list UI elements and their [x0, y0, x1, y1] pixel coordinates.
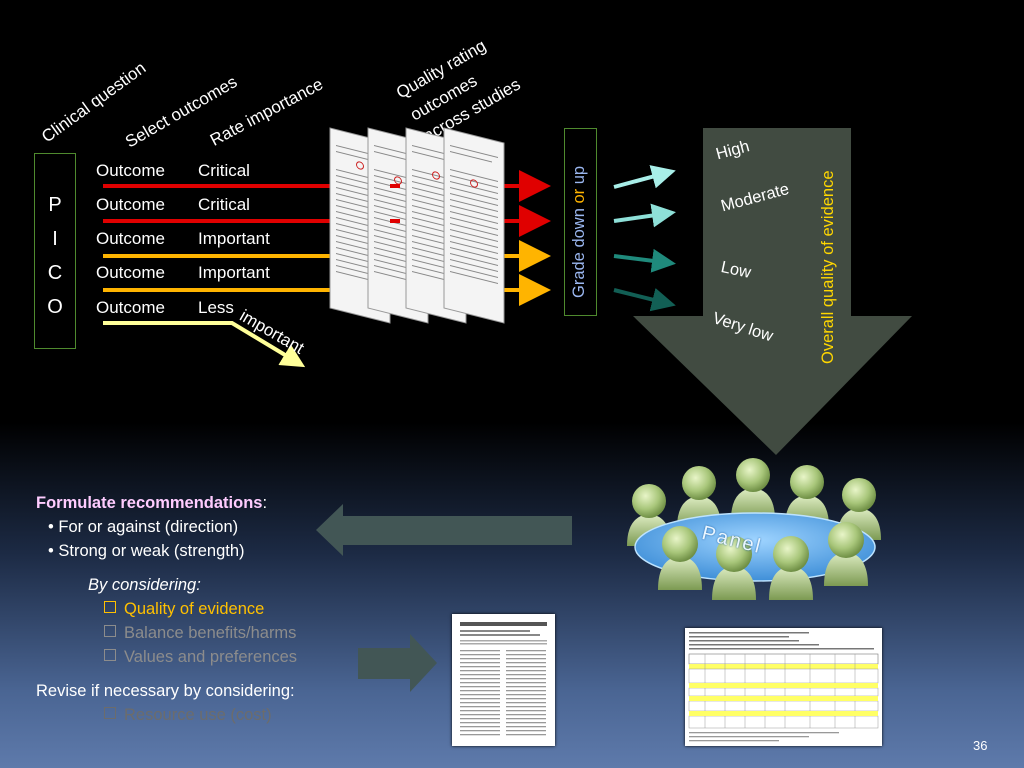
arrow-to-moderate — [613, 203, 676, 228]
outcome-label-1: Outcome — [96, 161, 165, 180]
consideration-quality-of-evidence: Quality of evidence — [104, 600, 264, 619]
revise-label: Revise if necessary by considering: — [36, 682, 295, 700]
evidence-profile-graphic — [688, 632, 879, 742]
recommendations-heading-colon: : — [262, 494, 268, 512]
recommendation-bullet-1: • For or against (direction) — [48, 518, 239, 536]
recommendations-heading-text: Formulate recommendations — [36, 494, 263, 512]
consideration-resource-label: Resource use (cost) — [124, 706, 272, 724]
consideration-values-label: Values and preferences — [124, 648, 298, 666]
study-documents — [329, 127, 505, 324]
checkbox-icon — [104, 649, 116, 661]
arrow-to-very-low — [613, 287, 676, 312]
importance-label-4: Important — [198, 263, 270, 282]
guideline-document-graphic — [460, 622, 547, 736]
grade-label-part1: Grade down — [570, 203, 588, 298]
pico-letter-o: O — [47, 296, 63, 318]
consideration-resource-use: Resource use (cost) — [104, 706, 272, 725]
consideration-balance-label: Balance benefits/harms — [124, 624, 297, 642]
importance-label-5: Less — [198, 298, 234, 317]
overall-quality-label: Overall quality of evidence — [819, 170, 837, 364]
checkbox-icon — [104, 601, 116, 613]
consideration-balance: Balance benefits/harms — [104, 624, 296, 643]
panel-illustration — [627, 458, 881, 600]
pico-letter-p: P — [48, 194, 62, 216]
arrow-to-low — [613, 248, 676, 273]
outcome-label-3: Outcome — [96, 229, 165, 248]
consideration-values: Values and preferences — [104, 648, 297, 667]
recommendation-bullet-2: • Strong or weak (strength) — [48, 542, 245, 560]
checkbox-icon — [104, 625, 116, 637]
evidence-profile-table-image — [685, 628, 882, 746]
by-considering-label: By considering: — [88, 576, 201, 594]
grade-label-part3: up — [570, 165, 588, 189]
arrow-less-important — [103, 321, 306, 368]
importance-label-3: Important — [198, 229, 270, 248]
pico-letter-i: I — [52, 228, 58, 250]
importance-label-1: Critical — [198, 161, 250, 180]
pico-box: P I C O — [34, 153, 76, 349]
checkbox-icon — [104, 707, 116, 719]
page-number: 36 — [973, 738, 988, 753]
recommendation-bullet-2-text: Strong or weak (strength) — [58, 542, 245, 560]
grade-box — [564, 128, 597, 316]
arrow-gap-segments — [390, 184, 400, 223]
outcome-label-5: Outcome — [96, 298, 165, 317]
recommendation-bullet-1-text: For or against (direction) — [58, 518, 239, 536]
recommendations-heading: Formulate recommendations: — [36, 494, 267, 513]
grade-label-or: or — [570, 188, 588, 204]
importance-label-2: Critical — [198, 195, 250, 214]
arrow-to-high — [613, 165, 676, 189]
outcome-label-4: Outcome — [96, 263, 165, 282]
left-arrow — [316, 504, 572, 556]
consideration-quality-label: Quality of evidence — [124, 600, 265, 618]
right-arrow — [358, 634, 437, 692]
pico-letter-c: C — [47, 262, 63, 284]
guideline-document-image — [452, 614, 555, 746]
big-down-arrow — [633, 128, 912, 455]
outcome-label-2: Outcome — [96, 195, 165, 214]
grade-label: Grade down or up — [570, 166, 589, 298]
